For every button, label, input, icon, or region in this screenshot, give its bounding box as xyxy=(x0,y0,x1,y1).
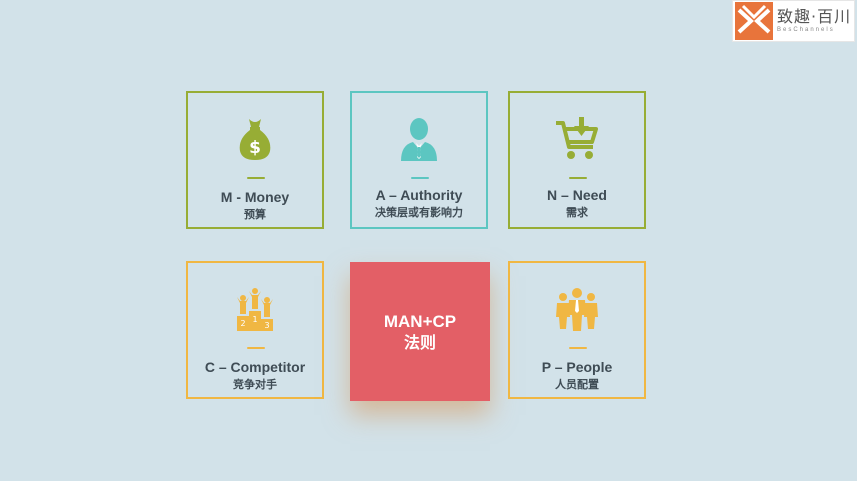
card-title: C – Competitor xyxy=(204,359,306,375)
card-need: N – Need 需求 xyxy=(508,91,646,229)
card-subtitle: 人员配置 xyxy=(555,378,599,391)
card-money: $ M - Money 预算 xyxy=(186,91,324,229)
people-group-icon xyxy=(556,288,598,331)
logo-mark-icon xyxy=(735,2,773,40)
shopping-cart-icon xyxy=(556,117,598,159)
businessman-icon xyxy=(401,118,437,161)
podium-third-label: 3 xyxy=(264,321,269,330)
card-title: A – Authority xyxy=(375,187,463,203)
brand-logo: 致趣·百川 BesChannels xyxy=(732,0,855,42)
logo-chinese-text: 致趣·百川 xyxy=(777,7,852,26)
divider xyxy=(411,177,429,179)
card-subtitle: 预算 xyxy=(244,208,266,221)
svg-text:$: $ xyxy=(249,138,261,158)
card-people: P – People 人员配置 xyxy=(508,261,646,399)
podium-second-label: 2 xyxy=(240,319,245,328)
center-subtitle: 法则 xyxy=(403,332,436,352)
card-title: N – Need xyxy=(547,187,607,203)
podium-icon: 1 2 3 xyxy=(237,288,273,331)
card-competitor: 1 2 3 C – Competitor 竞争对手 xyxy=(186,261,324,399)
card-title: P – People xyxy=(541,359,613,375)
divider xyxy=(569,177,587,179)
card-subtitle: 需求 xyxy=(566,206,588,219)
divider xyxy=(569,347,587,349)
card-subtitle: 竞争对手 xyxy=(233,378,277,391)
card-title: M - Money xyxy=(220,189,290,205)
logo-english-text: BesChannels xyxy=(777,27,835,33)
card-authority: A – Authority 决策层或有影响力 xyxy=(350,91,488,229)
center-title: MAN+CP xyxy=(383,311,457,331)
money-bag-icon: $ xyxy=(239,119,271,160)
divider xyxy=(247,177,265,179)
card-subtitle: 决策层或有影响力 xyxy=(375,206,463,219)
divider xyxy=(247,347,265,349)
podium-first-label: 1 xyxy=(252,315,257,324)
center-concept-box: MAN+CP 法则 xyxy=(350,262,490,401)
